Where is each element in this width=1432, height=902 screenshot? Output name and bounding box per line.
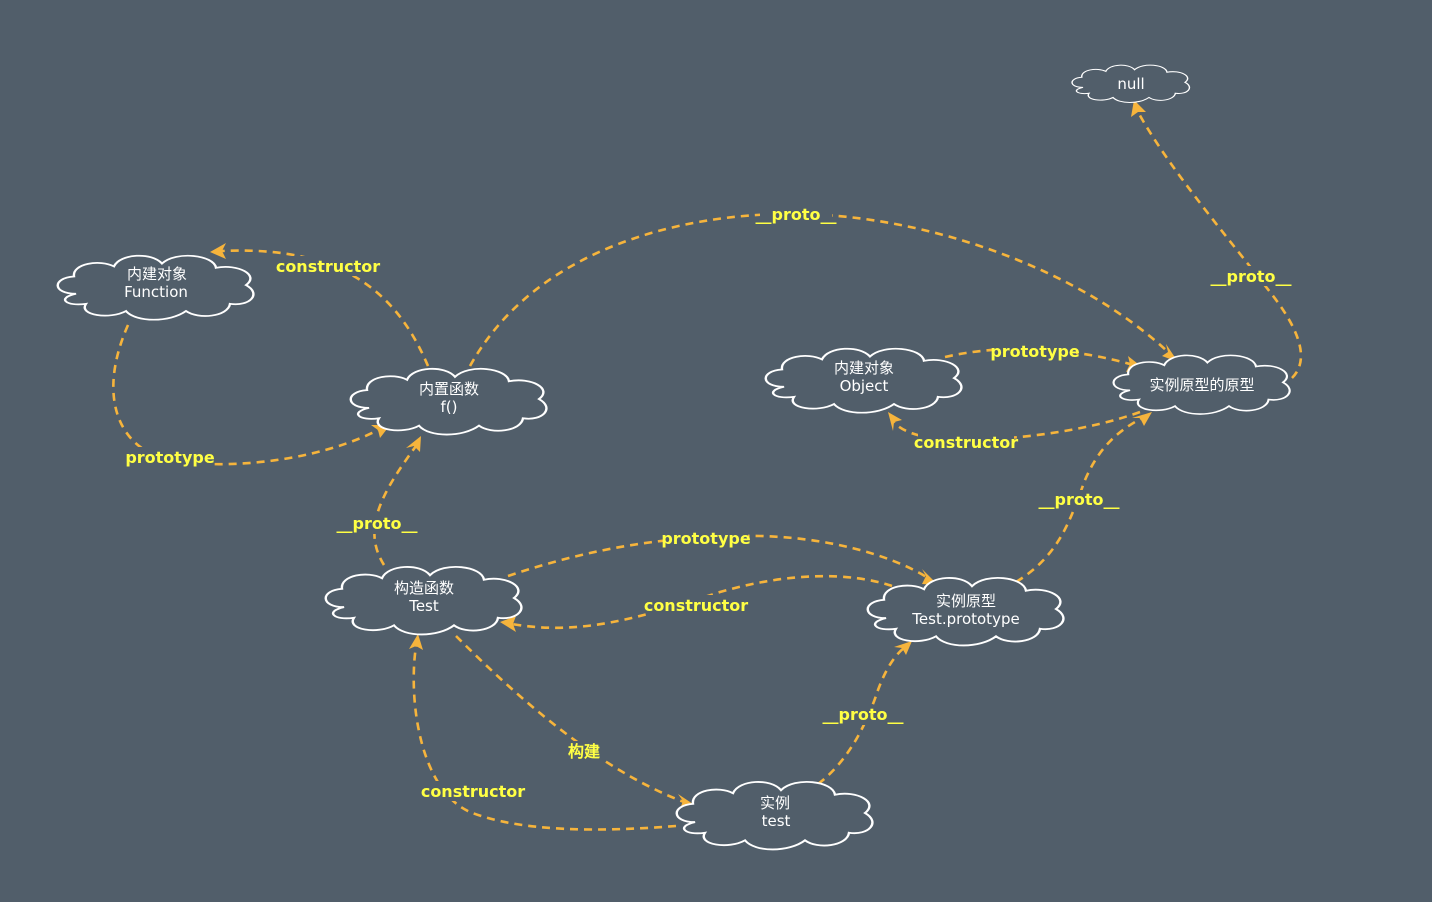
edge-label-proto: __proto__ [1039,490,1120,509]
edge-protoproto-constructor-object: constructor [888,410,1141,452]
edge-label-proto: __proto__ [756,205,837,224]
node-builtin-f-title: 内置函数 [419,380,479,398]
edge-label-prototype: prototype [661,529,751,548]
node-instance-subtitle: test [762,812,791,830]
node-prototype-of-prototype-title: 实例原型的原型 [1149,376,1254,394]
edges: constructor prototype __proto__ __proto_… [112,100,1303,831]
edge-label-constructor: constructor [644,596,748,615]
node-builtin-function-title: 内建对象 [127,265,187,283]
edge-label-constructor: constructor [914,433,1018,452]
edge-label-constructor: constructor [276,257,380,276]
node-instance-prototype-subtitle: Test.prototype [911,610,1019,628]
node-builtin-f-subtitle: f() [441,398,458,416]
edge-test-proto-f: __proto__ [337,436,421,566]
node-builtin-object-subtitle: Object [840,377,889,395]
edge-object-prototype-protoproto: prototype [944,342,1142,372]
node-builtin-object-title: 内建对象 [834,359,894,377]
nodes: null 内建对象 Function 内置函数 f() 内建对象 Object … [56,64,1291,851]
edge-function-prototype-f: prototype [112,324,390,467]
edge-label-constructor: constructor [421,782,525,801]
edge-label-proto: __proto__ [1211,267,1292,286]
edge-testproto-proto-protoproto: __proto__ [1015,412,1152,584]
edge-test-construct-instance: 构建 [455,635,696,809]
edge-label-prototype: prototype [990,342,1080,361]
edge-label-proto: __proto__ [823,705,904,724]
edge-testproto-constructor-test: constructor [500,574,893,632]
edge-instance-proto-testproto: __proto__ [817,641,912,786]
edge-test-prototype-testproto: prototype [507,528,938,585]
edge-label-prototype: prototype [125,448,215,467]
node-constructor-test-subtitle: Test [408,597,439,615]
node-instance-prototype-title: 实例原型 [936,592,996,610]
edge-protoproto-proto-null: __proto__ [1131,100,1303,379]
node-constructor-test-title: 构造函数 [394,579,454,597]
node-builtin-function-subtitle: Function [124,283,188,301]
edge-f-constructor-function: constructor [210,243,430,367]
edge-f-proto-protoproto: __proto__ [468,205,1178,367]
node-null-label: null [1117,75,1144,93]
edge-instance-constructor-test: constructor [409,634,677,831]
node-instance-title: 实例 [760,794,790,812]
edge-label-construct: 构建 [568,742,600,761]
edge-label-proto: __proto__ [337,514,418,533]
